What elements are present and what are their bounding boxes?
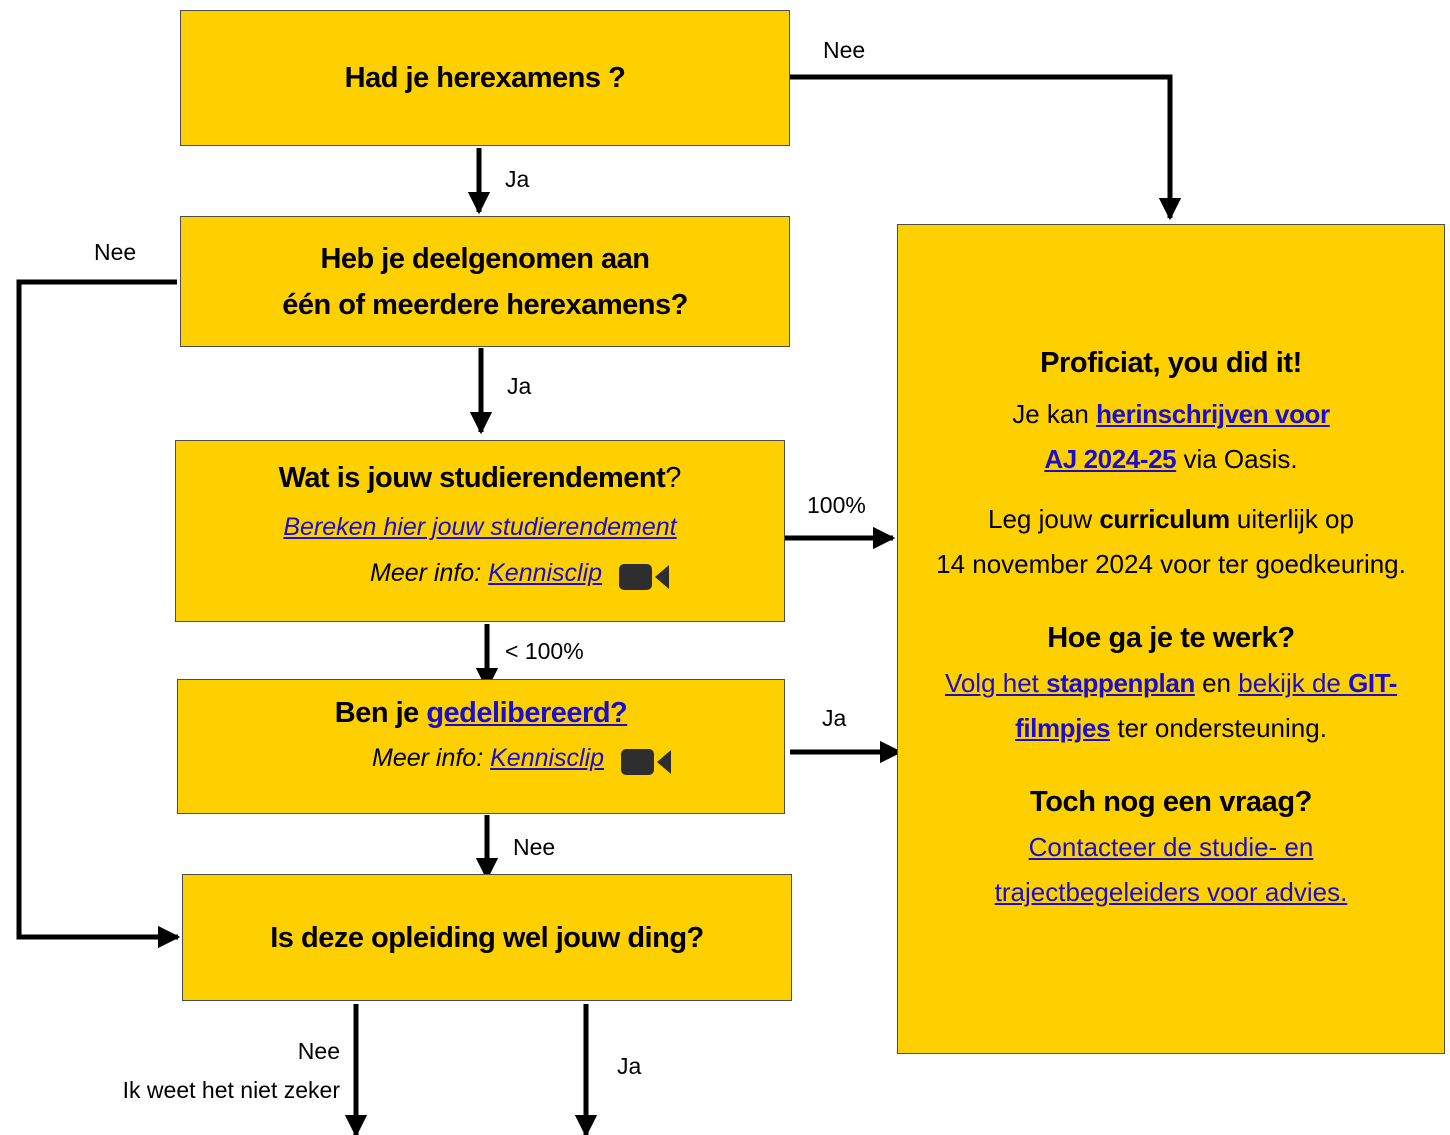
aj-2024-25-link[interactable]: AJ 2024-25 — [1044, 444, 1177, 474]
arrow-q1-no — [790, 74, 1182, 221]
git-filmpjes-link[interactable]: bekijk de GIT- — [1238, 668, 1398, 698]
video-camera-icon[interactable] — [620, 747, 671, 777]
question-text: Wat is jouw studierendement — [278, 462, 666, 494]
kennisclip-link[interactable]: Kennisclip — [488, 559, 603, 587]
label-q3-lt100: < 100% — [505, 638, 584, 664]
how-heading: Hoe ga je te werk? — [1047, 622, 1295, 654]
calculate-rendement-link[interactable]: Bereken hier jouw studierendement — [283, 513, 677, 541]
question-box-deelgenomen: Heb je deelgenomen aan één of meerdere h… — [180, 216, 790, 347]
label-q5-no: Nee Ik weet het niet zeker — [122, 1038, 340, 1103]
herinschrijven-link[interactable]: herinschrijven voor — [1096, 399, 1330, 429]
stappenplan-link[interactable]: Volg het stappenplan — [944, 668, 1195, 698]
label-q4-yes: Ja — [822, 705, 847, 731]
question-box-studierendement: Wat is jouw studierendement? Bereken hie… — [175, 440, 785, 622]
question-box-herexamens: Had je herexamens ? — [180, 10, 790, 146]
more-info-label: Meer info: — [372, 744, 491, 772]
kennisclip-link[interactable]: Kennisclip — [490, 744, 605, 772]
steps-line-2: filmpjes ter ondersteuning. — [1015, 713, 1327, 743]
curriculum-line-1: Leg jouw curriculum uiterlijk op — [988, 504, 1354, 534]
label-q1-no: Nee — [823, 37, 866, 63]
reenrol-line-2: AJ 2024-25 via Oasis. — [1044, 444, 1298, 474]
question-heading: Toch nog een vraag? — [1030, 786, 1312, 818]
contact-line-1: Contacteer de studie- en — [868, 825, 1450, 870]
result-title: Proficiat, you did it! — [1040, 347, 1302, 379]
question-box-opleiding: Is deze opleiding wel jouw ding? — [182, 874, 792, 1001]
label-q2-no: Nee — [94, 239, 137, 265]
label-q3-100: 100% — [807, 492, 866, 518]
contact-line-2: trajectbegeleiders voor advies. — [868, 870, 1450, 915]
question-text: Is deze opleiding wel jouw ding? — [270, 921, 704, 954]
label-q1-yes: Ja — [505, 166, 530, 192]
reenrol-line-1: Je kan herinschrijven voor — [1012, 399, 1330, 429]
label-q2-yes: Ja — [507, 373, 532, 399]
gedelibereerd-link[interactable]: gedelibereerd? — [426, 697, 628, 729]
video-camera-icon[interactable] — [618, 562, 669, 592]
question-box-gedelibereerd: Ben je gedelibereerd? Meer info: Kennisc… — [177, 679, 785, 814]
question-text: Had je herexamens ? — [344, 62, 626, 94]
more-info-label: Meer info: — [370, 559, 489, 587]
contact-advisors-link[interactable]: Contacteer de studie- en — [1028, 832, 1314, 862]
label-q5-yes: Ja — [617, 1053, 642, 1079]
question-line-2: één of meerdere herexamens? — [282, 288, 688, 321]
arrow-q2-no — [16, 279, 181, 949]
steps-line-1: Volg het stappenplan en bekijk de GIT- — [944, 668, 1398, 698]
result-box: Proficiat, you did it! Je kan herinschri… — [897, 224, 1445, 1054]
question-line-1: Heb je deelgenomen aan — [320, 242, 650, 275]
question-mark: ? — [665, 462, 682, 494]
label-q4-no: Nee — [513, 834, 556, 860]
curriculum-line-2: 14 november 2024 voor ter goedkeuring. — [936, 549, 1406, 579]
git-filmpjes-link-cont[interactable]: filmpjes — [1015, 713, 1111, 743]
question-text: Ben je — [334, 697, 427, 729]
contact-advisors-link-cont[interactable]: trajectbegeleiders voor advies. — [994, 877, 1348, 907]
